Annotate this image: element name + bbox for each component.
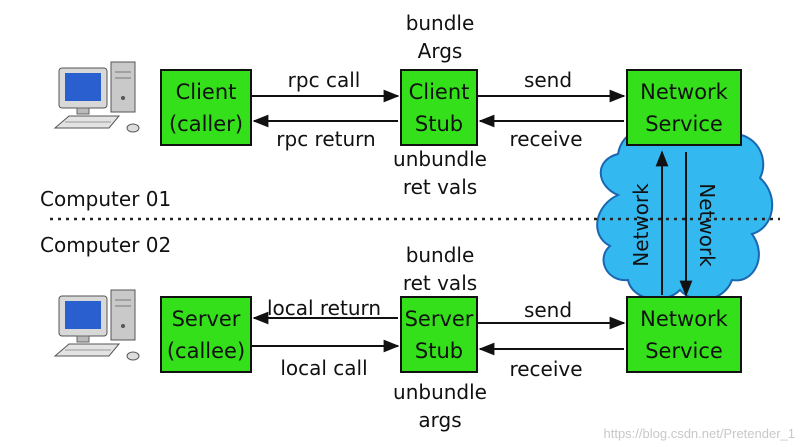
bottom-network-service-title: Network <box>640 306 728 331</box>
server-stub-above-line2: ret vals <box>402 271 478 295</box>
client-stub-box: Client Stub <box>400 69 478 146</box>
computer-icon <box>53 289 140 361</box>
local-return-label: local return <box>266 296 382 320</box>
top-send-label: send <box>523 68 573 92</box>
watermark: https://blog.csdn.net/Pretender_1 <box>603 426 795 441</box>
client-stub-below-line2: ret vals <box>402 175 478 199</box>
server-stub-subtitle: Stub <box>414 338 464 363</box>
bottom-network-service-box: Network Service <box>626 296 742 373</box>
rpc-return-label: rpc return <box>276 127 376 151</box>
client-stub-below-line1: unbundle <box>393 147 487 171</box>
rpc-call-label: rpc call <box>287 68 361 92</box>
computer-icon <box>53 61 140 133</box>
network-label-left: Network <box>629 183 653 267</box>
top-network-service-subtitle: Service <box>645 111 723 136</box>
client-title: Client <box>175 79 237 104</box>
client-stub-title: Client <box>408 79 470 104</box>
server-stub-above-line1: bundle <box>405 243 475 267</box>
server-title: Server <box>171 306 241 331</box>
server-box: Server (callee) <box>160 296 252 373</box>
bottom-network-service-subtitle: Service <box>645 338 723 363</box>
top-network-service-title: Network <box>640 79 728 104</box>
computer-01-label: Computer 01 <box>40 187 172 211</box>
client-stub-subtitle: Stub <box>414 111 464 136</box>
client-subtitle: (caller) <box>168 111 244 136</box>
bottom-receive-label: receive <box>509 357 583 381</box>
client-box: Client (caller) <box>160 69 252 146</box>
server-stub-below-line2: args <box>418 408 462 432</box>
server-stub-title: Server <box>404 306 474 331</box>
client-stub-above-line1: bundle <box>405 11 475 35</box>
server-stub-box: Server Stub <box>400 296 478 373</box>
server-stub-below-line1: unbundle <box>393 380 487 404</box>
network-label-right: Network <box>695 183 719 267</box>
client-stub-above-line2: Args <box>417 39 463 63</box>
computer-02-label: Computer 02 <box>40 233 172 257</box>
top-receive-label: receive <box>509 127 583 151</box>
local-call-label: local call <box>280 356 368 380</box>
top-network-service-box: Network Service <box>626 69 742 146</box>
bottom-send-label: send <box>523 298 573 322</box>
server-subtitle: (callee) <box>166 338 246 363</box>
